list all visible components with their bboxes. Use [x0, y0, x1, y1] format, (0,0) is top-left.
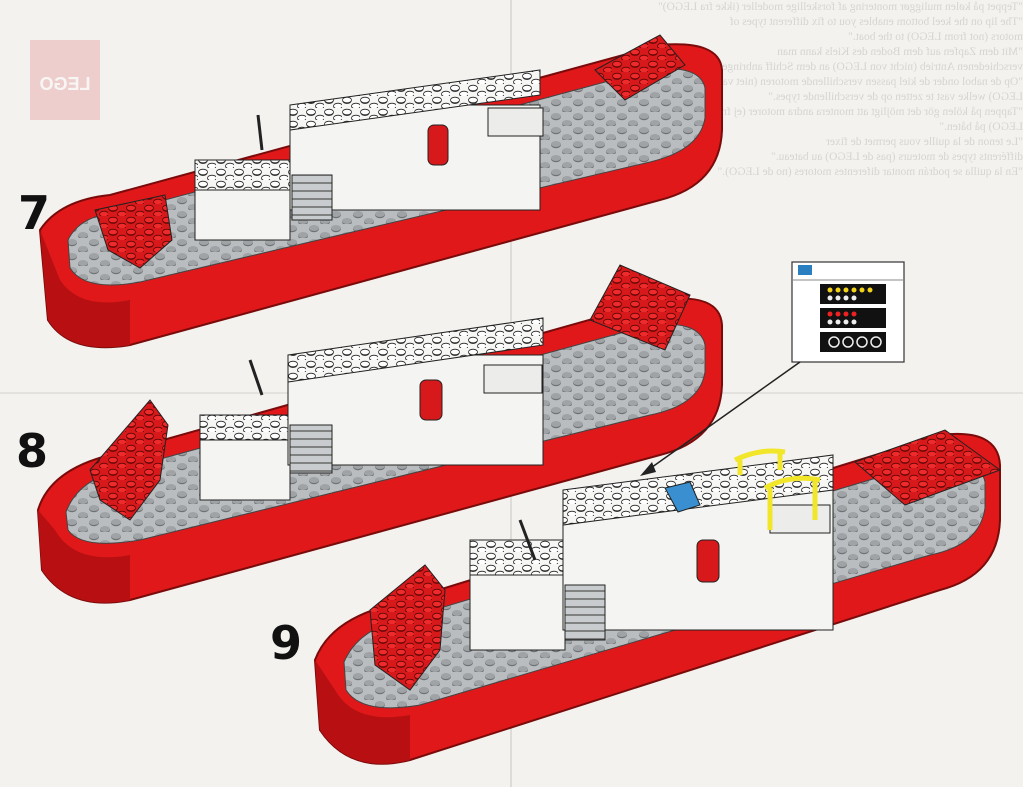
mast	[258, 115, 262, 150]
stairs	[292, 175, 332, 220]
red-cylinder	[428, 125, 448, 165]
superstructure-wall	[195, 190, 290, 240]
stairs	[565, 585, 605, 640]
red-cylinder	[697, 540, 719, 582]
superstructure-wall	[470, 575, 565, 650]
lego-logo-bleed: LEGO	[30, 40, 100, 120]
step-number-7: 7	[18, 190, 50, 236]
svg-text:LEGO: LEGO	[39, 74, 90, 94]
step-number-8: 8	[16, 428, 48, 474]
superstructure-wall	[200, 440, 290, 500]
stairs	[290, 425, 332, 473]
mast	[250, 360, 262, 395]
lifeboat	[484, 365, 542, 393]
lifeboat	[488, 108, 543, 136]
control-panel-icon	[820, 284, 886, 352]
step-number-9: 9	[270, 620, 302, 666]
red-cylinder	[420, 380, 442, 420]
lifeboat	[770, 505, 830, 533]
